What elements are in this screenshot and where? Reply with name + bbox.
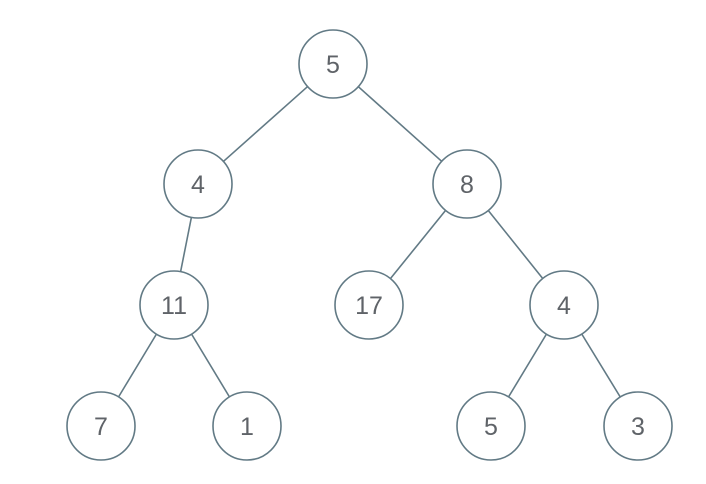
- tree-node-circle: [298, 29, 368, 99]
- tree-edge: [222, 85, 309, 163]
- edges-layer: [117, 85, 621, 398]
- tree-edge: [581, 333, 621, 398]
- tree-edge: [190, 333, 231, 398]
- tree-node-label: 1: [240, 413, 254, 441]
- tree-node-label: 3: [631, 413, 645, 441]
- tree-edge: [179, 217, 193, 272]
- tree-node-circle: [334, 270, 404, 340]
- tree-node-circle: [66, 391, 136, 461]
- tree-edge: [389, 209, 447, 280]
- tree-node: 4: [529, 270, 599, 340]
- tree-node: 3: [603, 391, 673, 461]
- tree-node-label: 4: [557, 292, 571, 320]
- tree-edge: [487, 210, 544, 279]
- tree-node-circle: [603, 391, 673, 461]
- nodes-layer: 5 4 8 11 17 4 7 1 5 3: [66, 29, 673, 461]
- tree-node: 11: [139, 270, 209, 340]
- tree-node: 1: [212, 391, 282, 461]
- tree-edge: [507, 333, 548, 398]
- tree-node-label: 5: [484, 413, 498, 441]
- tree-node-label: 4: [191, 171, 205, 199]
- tree-node: 7: [66, 391, 136, 461]
- tree-node-label: 5: [326, 51, 340, 79]
- tree-node-circle: [432, 149, 502, 219]
- tree-node-circle: [456, 391, 526, 461]
- tree-node-label: 17: [355, 292, 383, 320]
- tree-node-label: 7: [94, 413, 108, 441]
- tree-node: 17: [334, 270, 404, 340]
- tree-node-circle: [529, 270, 599, 340]
- tree-node-label: 8: [460, 171, 474, 199]
- tree-node: 4: [163, 149, 233, 219]
- tree-node-circle: [139, 270, 209, 340]
- tree-node: 5: [298, 29, 368, 99]
- tree-node: 5: [456, 391, 526, 461]
- tree-node-circle: [212, 391, 282, 461]
- tree-edge: [117, 333, 158, 398]
- tree-node: 8: [432, 149, 502, 219]
- tree-node-label: 11: [161, 292, 187, 320]
- tree-edge: [357, 86, 443, 162]
- tree-node-circle: [163, 149, 233, 219]
